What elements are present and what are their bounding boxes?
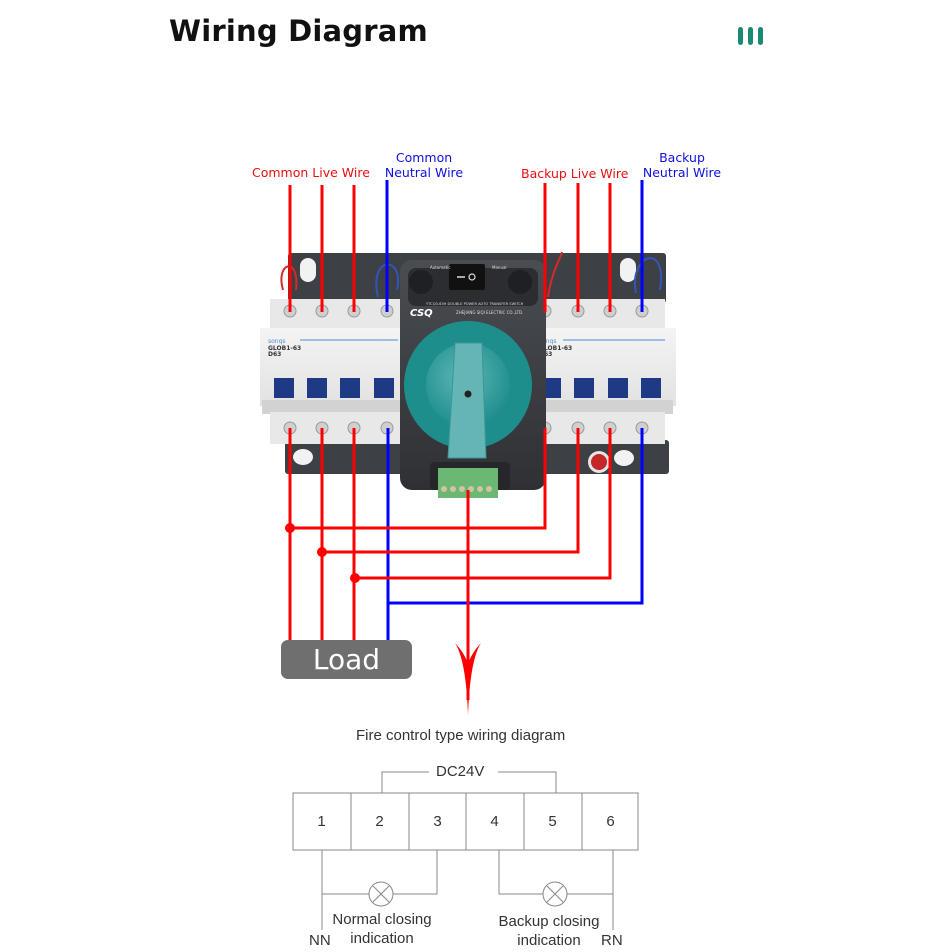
backup-neutral-line1: Backup xyxy=(659,150,705,165)
normal-indication-line1: Normal closing xyxy=(332,911,432,928)
terminal-2: 2 xyxy=(375,813,384,830)
terminal-3: 3 xyxy=(433,813,442,830)
common-neutral-line2: Neutral Wire xyxy=(384,165,464,180)
backup-closing-indication-label: Backup closing indication xyxy=(497,912,601,950)
rn-label: RN xyxy=(601,932,623,949)
crossover-n xyxy=(388,428,644,605)
backup-live-wire-label: Backup Live Wire xyxy=(521,166,629,181)
backup-indication-line1: Backup closing xyxy=(498,913,600,930)
right-breaker-brand: sonqs xyxy=(539,338,557,345)
backup-indicator-lamp-icon xyxy=(542,881,568,907)
left-breaker-rating: D63 xyxy=(268,351,281,358)
left-breaker: sonqs GLOB1-63 D63 xyxy=(260,299,400,444)
right-screw-icon xyxy=(508,270,532,294)
terminal-1: 1 xyxy=(317,813,326,830)
fire-control-diagram xyxy=(292,771,639,930)
switch-manual-label: Manual xyxy=(492,265,507,270)
load-label: Load xyxy=(281,640,412,679)
wires-group xyxy=(285,180,644,640)
nn-label: NN xyxy=(309,932,331,949)
right-breaker-model: GLOB1-63 xyxy=(539,345,572,352)
rotary-handle[interactable] xyxy=(447,342,487,459)
backup-indication-line2: indication xyxy=(517,932,581,949)
common-live-wire-label: Common Live Wire xyxy=(252,165,370,180)
common-neutral-line1: Common xyxy=(395,150,453,165)
left-breaker-model: GLOB1-63 xyxy=(268,345,301,352)
junction-dot-l3 xyxy=(350,573,360,583)
auto-manual-rocker-switch[interactable] xyxy=(449,264,485,290)
left-breaker-brand: sonqs xyxy=(268,338,286,345)
normal-indication-line2: indication xyxy=(350,930,414,947)
device-model-text: YTCQ3-63H DOUBLE POWER AUTO TRANSFER SWI… xyxy=(426,302,524,306)
terminal-6: 6 xyxy=(606,813,615,830)
menu-bars-icon[interactable] xyxy=(738,27,768,47)
ground-symbol-icon xyxy=(591,454,607,470)
dc24v-label: DC24V xyxy=(436,763,485,780)
left-screw-icon xyxy=(409,270,433,294)
backup-neutral-line2: Neutral Wire xyxy=(642,165,722,180)
down-arrow-icon xyxy=(455,643,481,715)
crossover-l3 xyxy=(354,428,612,580)
normal-indicator-lamp-icon xyxy=(368,881,394,907)
common-neutral-wire-label: Common Neutral Wire xyxy=(382,150,466,180)
backup-neutral-wire-label: Backup Neutral Wire xyxy=(640,150,724,180)
fire-control-title: Fire control type wiring diagram xyxy=(356,727,566,744)
switch-automatic-label: Automatic xyxy=(430,265,451,270)
page-title: Wiring Diagram xyxy=(169,14,428,48)
right-breaker: sonqs GLOB1-63 D63 xyxy=(535,299,676,473)
crossover-l2 xyxy=(322,428,580,554)
terminal-5: 5 xyxy=(548,813,557,830)
normal-closing-indication-label: Normal closing indication xyxy=(330,910,434,948)
device-maker-text: ZHEJIANG SIQI ELECTRIC CO.,LTD. xyxy=(456,310,523,315)
crossover-l1 xyxy=(290,428,547,530)
ats-body: Automatic Manual YTCQ3-63H DOUBLE POWER … xyxy=(400,260,546,498)
junction-dot-l2 xyxy=(317,547,327,557)
device-brand-logo: CSQ xyxy=(410,308,433,319)
terminal-4: 4 xyxy=(490,813,499,830)
junction-dot-l1 xyxy=(285,523,295,533)
